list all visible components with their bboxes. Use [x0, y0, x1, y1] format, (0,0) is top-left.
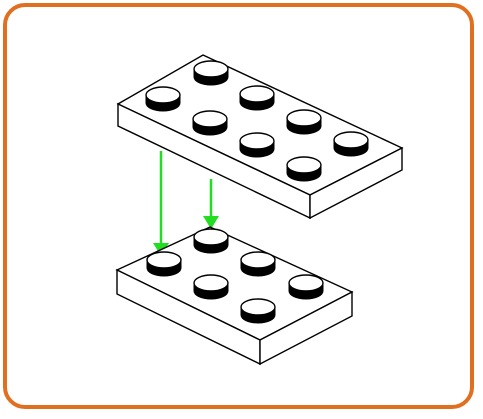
- bottom-brick: [115, 226, 354, 366]
- down-arrow-icon: [203, 179, 219, 229]
- top-brick: [116, 54, 404, 220]
- down-arrow-icon: [153, 151, 169, 256]
